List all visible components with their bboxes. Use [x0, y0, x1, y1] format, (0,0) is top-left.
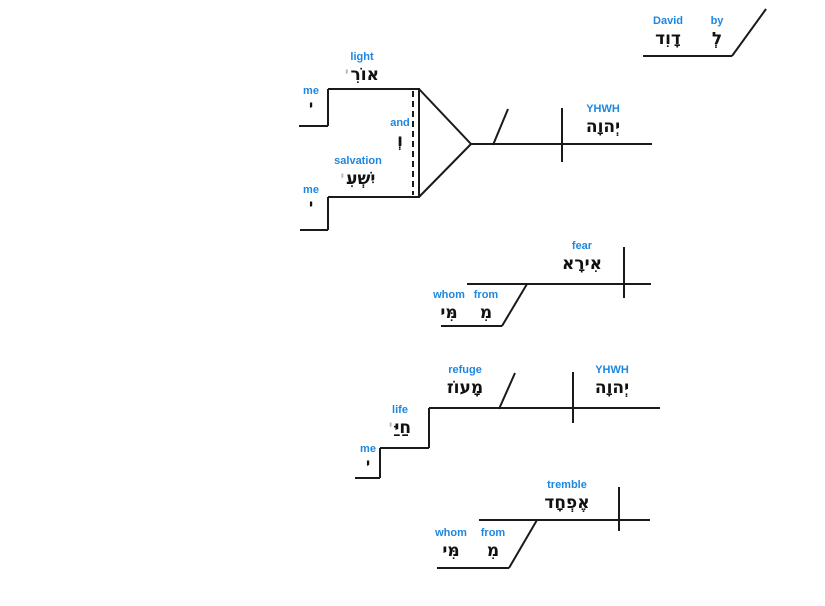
- hebrew-tremble: אֶפְחָד: [544, 493, 590, 513]
- hebrew-and: וְ: [397, 131, 403, 151]
- clause3-predicate-slash: [498, 372, 516, 410]
- gloss-light: light: [350, 51, 374, 63]
- word-david: David דָוִד: [644, 15, 692, 50]
- word-by: by לְ: [700, 15, 734, 50]
- word-refuge: refuge מָעוֹז: [434, 364, 496, 399]
- fork-slants: [418, 88, 472, 198]
- word-whom-clause4: whom מִּי: [430, 527, 472, 562]
- hebrew-yhwh-clause3: יְהוָה: [594, 378, 630, 398]
- word-me-light: me י: [296, 85, 326, 114]
- hebrew-me-life: י: [365, 456, 371, 472]
- word-from-clause2: from מִ: [470, 289, 502, 324]
- word-and: and וְ: [385, 117, 415, 152]
- word-me-life: me י: [353, 443, 383, 472]
- gloss-me-light: me: [303, 85, 319, 97]
- suffix-salvation: י: [340, 169, 345, 183]
- gloss-me-life: me: [360, 443, 376, 455]
- life-me-step: [355, 448, 381, 479]
- hebrew-life: חַיַּי: [388, 418, 412, 438]
- word-yhwh-clause3: YHWH יְהוָה: [580, 364, 644, 399]
- hebrew-whom-clause4: מִּי: [442, 541, 460, 561]
- gloss-from-clause4: from: [480, 527, 506, 539]
- hebrew-by: לְ: [711, 29, 723, 49]
- clause2-prep-stilt: [441, 283, 528, 327]
- clause4-prep-stilt: [437, 519, 538, 569]
- word-from-clause4: from מִ: [476, 527, 510, 562]
- hebrew-david: דָוִד: [655, 29, 681, 49]
- hebrew-whom-clause2: מִּי: [440, 303, 458, 323]
- gloss-life: life: [392, 404, 408, 416]
- gloss-yhwh-clause1: YHWH: [586, 103, 620, 115]
- hebrew-light: אוֹרִי: [345, 65, 379, 85]
- hebrew-refuge: מָעוֹז: [446, 378, 484, 398]
- gloss-whom-clause2: whom: [433, 289, 465, 301]
- gloss-yhwh-clause3: YHWH: [595, 364, 629, 376]
- word-whom-clause2: whom מִּי: [428, 289, 470, 324]
- hebrew-fear: אִירָא: [562, 254, 602, 274]
- hebrew-yhwh-clause1: יְהוָה: [585, 117, 621, 137]
- word-tremble: tremble אֶפְחָד: [535, 479, 599, 514]
- word-me-salvation: me י: [296, 184, 326, 213]
- hebrew-from-clause2: מִ: [479, 303, 493, 323]
- word-light: light אוֹרִי: [330, 51, 394, 87]
- gloss-salvation: salvation: [334, 155, 382, 167]
- hebrew-me-salvation: י: [308, 197, 314, 213]
- gloss-me-salvation: me: [303, 184, 319, 196]
- light-me-step: [299, 89, 329, 127]
- word-life: life חַיַּי: [370, 404, 430, 440]
- gloss-david: David: [653, 15, 683, 27]
- life-step: [380, 408, 430, 449]
- word-fear: fear אִירָא: [551, 240, 613, 275]
- gloss-tremble: tremble: [547, 479, 587, 491]
- word-salvation: salvation יִשְׁעִי: [326, 155, 390, 191]
- suffix-life: י: [388, 418, 393, 432]
- hebrew-from-clause4: מִ: [486, 541, 500, 561]
- gloss-and: and: [390, 117, 410, 129]
- hebrew-salvation: יִשְׁעִי: [340, 169, 376, 189]
- gloss-by: by: [710, 15, 724, 27]
- gloss-whom-clause4: whom: [435, 527, 467, 539]
- david-slant-line: [731, 8, 767, 57]
- hebrew-me-light: י: [308, 98, 314, 114]
- gloss-fear: fear: [571, 240, 593, 252]
- gloss-from-clause2: from: [473, 289, 499, 301]
- salvation-me-step: [300, 197, 329, 231]
- clause1-predicate-slash: [492, 108, 509, 146]
- gloss-refuge: refuge: [448, 364, 482, 376]
- suffix-light: י: [345, 65, 349, 79]
- word-yhwh-clause1: YHWH יְהוָה: [573, 103, 633, 138]
